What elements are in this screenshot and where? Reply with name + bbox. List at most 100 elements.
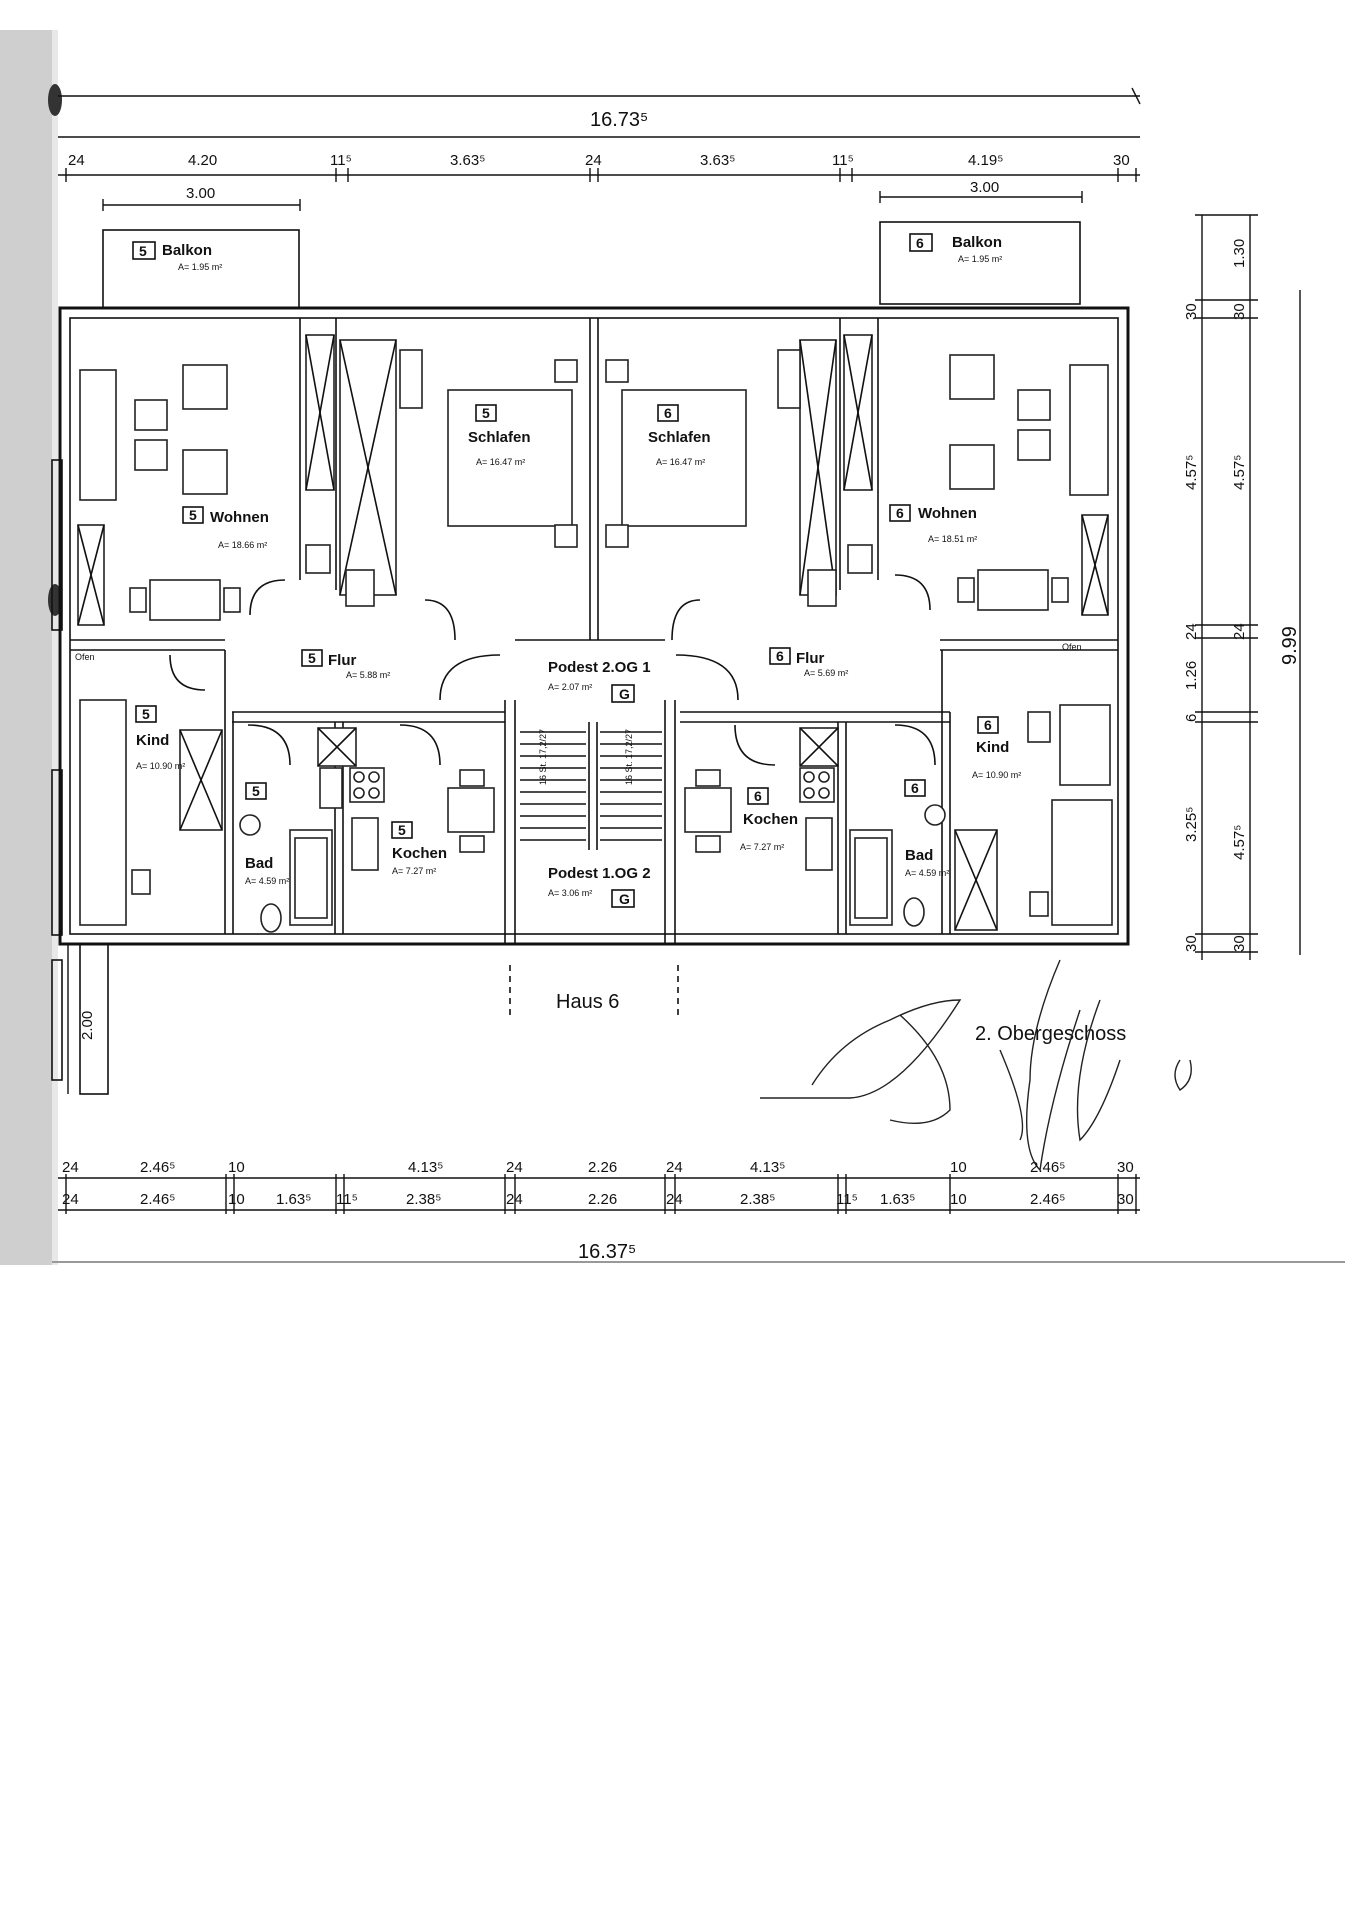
svg-text:Balkon: Balkon <box>162 242 212 259</box>
svg-text:A= 16.47 m²: A= 16.47 m² <box>476 457 525 467</box>
bottom-dim-label: 10 <box>950 1191 967 1208</box>
svg-text:3.63⁵: 3.63⁵ <box>450 152 485 169</box>
svg-text:16 St. 17,2/27: 16 St. 17,2/27 <box>538 729 548 785</box>
svg-text:A= 1.95 m²: A= 1.95 m² <box>958 254 1002 264</box>
svg-text:A= 10.90 m²: A= 10.90 m² <box>972 770 1021 780</box>
left-side-wall <box>51 459 63 1081</box>
svg-text:5: 5 <box>142 706 150 722</box>
balcony-right: 6 Balkon A= 1.95 m² <box>879 221 1081 305</box>
room-flur-right: 6 Flur A= 5.69 m² <box>671 574 931 678</box>
svg-text:A= 18.66 m²: A= 18.66 m² <box>218 540 267 550</box>
bottom-dim-label: 24 <box>666 1191 683 1208</box>
svg-text:G: G <box>619 891 630 907</box>
svg-text:11⁵: 11⁵ <box>832 152 854 169</box>
bottom-dim-label: 2.26 <box>588 1191 617 1208</box>
unit-badge <box>909 233 933 252</box>
unit-badge <box>132 241 156 260</box>
ofen-label: Ofen <box>75 652 95 662</box>
overall-width-top: 16.73⁵ <box>590 109 648 131</box>
svg-text:Bad: Bad <box>905 847 933 864</box>
svg-text:6: 6 <box>776 648 784 664</box>
bottom-dim-label: 4.13⁵ <box>408 1159 443 1176</box>
svg-text:A= 2.07 m²: A= 2.07 m² <box>548 682 592 692</box>
svg-text:2. Obergeschoss: 2. Obergeschoss <box>975 1023 1126 1045</box>
room-wohnen-right: 6 Wohnen A= 18.51 m² <box>889 354 1109 616</box>
bottom-dim-label: 24 <box>506 1191 523 1208</box>
top-dimensions: 16.73⁵ 24 4.20 11⁵ 3.63⁵ 24 3.63⁵ 11⁵ 4.… <box>58 87 1141 211</box>
room-flur-left: 5 Flur A= 5.88 m² <box>169 579 456 691</box>
svg-text:Bad: Bad <box>245 855 273 872</box>
svg-text:4.57⁵: 4.57⁵ <box>1231 455 1248 490</box>
svg-text:11⁵: 11⁵ <box>330 152 352 169</box>
svg-text:4.57⁵: 4.57⁵ <box>1183 455 1200 490</box>
handwritten-signature <box>760 959 1192 1172</box>
svg-text:6: 6 <box>1183 714 1200 722</box>
scan-edge-fade <box>52 30 58 1265</box>
room-schlafen-right: 6 Schlafen A= 16.47 m² <box>605 339 837 596</box>
svg-text:6: 6 <box>754 788 762 804</box>
bottom-dim-label: 2.46⁵ <box>1030 1191 1065 1208</box>
svg-text:Podest 1.OG 2: Podest 1.OG 2 <box>548 865 651 882</box>
svg-text:A= 5.69 m²: A= 5.69 m² <box>804 668 848 678</box>
bottom-dim-label: 11⁵ <box>836 1191 858 1208</box>
scan-edge-shadow <box>0 30 52 1265</box>
floor-label: 2. Obergeschoss <box>975 1023 1126 1045</box>
svg-text:A= 4.59 m²: A= 4.59 m² <box>905 868 949 878</box>
bottom-dim-label: 2.38⁵ <box>740 1191 775 1208</box>
svg-text:5: 5 <box>398 822 406 838</box>
svg-text:3.25⁵: 3.25⁵ <box>1183 807 1200 842</box>
svg-text:6: 6 <box>916 235 924 251</box>
svg-text:1.26: 1.26 <box>1183 661 1200 690</box>
svg-text:1.30: 1.30 <box>1231 239 1248 268</box>
svg-text:3.63⁵: 3.63⁵ <box>700 152 735 169</box>
svg-text:30: 30 <box>1183 935 1200 952</box>
bottom-dim-label: 30 <box>1117 1159 1134 1176</box>
svg-text:Kind: Kind <box>136 732 169 749</box>
bottom-dim-label: 24 <box>666 1159 683 1176</box>
outer-walls <box>58 306 1130 946</box>
svg-text:Haus 6: Haus 6 <box>556 991 619 1013</box>
bottom-dim-label: 2.46⁵ <box>140 1159 175 1176</box>
bottom-dim-label: 24 <box>62 1191 79 1208</box>
bottom-dim-label: 2.26 <box>588 1159 617 1176</box>
wardrobe-right <box>807 334 873 607</box>
svg-text:4.19⁵: 4.19⁵ <box>968 152 1003 169</box>
bottom-dim-label: 24 <box>506 1159 523 1176</box>
svg-text:Flur: Flur <box>796 650 824 667</box>
svg-text:Podest 2.OG 1: Podest 2.OG 1 <box>548 659 651 676</box>
room-kochen-left: 5 Kochen A= 7.27 m² <box>317 724 495 876</box>
bottom-dim-label: 10 <box>950 1159 967 1176</box>
bottom-dim-label: 1.63⁵ <box>880 1191 915 1208</box>
room-wohnen-left: 5 Wohnen A= 18.66 m² <box>77 364 269 626</box>
entrance-haus-label: Haus 6 <box>509 965 679 1020</box>
svg-text:30: 30 <box>1231 303 1248 320</box>
svg-text:5: 5 <box>252 783 260 799</box>
svg-text:Kind: Kind <box>976 739 1009 756</box>
svg-text:5: 5 <box>189 507 197 523</box>
room-kind-right: 6 Kind A= 10.90 m² Ofen <box>954 642 1113 931</box>
svg-text:30: 30 <box>1183 303 1200 320</box>
svg-text:30: 30 <box>1113 152 1130 169</box>
svg-text:5: 5 <box>139 243 147 259</box>
svg-text:4.57⁵: 4.57⁵ <box>1231 825 1248 860</box>
svg-text:5: 5 <box>308 650 316 666</box>
punch-hole <box>48 84 62 116</box>
right-dimensions: 1.30 30 4.57⁵ 24 4.57⁵ 30 30 4.57⁵ 24 1.… <box>1183 214 1301 960</box>
svg-text:G: G <box>619 686 630 702</box>
svg-text:6: 6 <box>664 405 672 421</box>
room-bad-right: 6 Bad A= 4.59 m² <box>849 724 949 927</box>
stair-core: G Podest 2.OG 1 A= 2.07 m² 16 St. 17,2/2… <box>439 654 739 908</box>
svg-text:Balkon: Balkon <box>952 234 1002 251</box>
svg-text:Schlafen: Schlafen <box>648 429 711 446</box>
svg-text:24: 24 <box>585 152 602 169</box>
svg-text:A= 4.59 m²: A= 4.59 m² <box>245 876 289 886</box>
svg-text:Kochen: Kochen <box>392 845 447 862</box>
svg-text:A= 7.27 m²: A= 7.27 m² <box>392 866 436 876</box>
svg-text:16 St. 17,2/27: 16 St. 17,2/27 <box>624 729 634 785</box>
svg-text:6: 6 <box>984 717 992 733</box>
svg-text:Flur: Flur <box>328 652 356 669</box>
bottom-dim-label: 24 <box>62 1159 79 1176</box>
svg-text:24: 24 <box>1231 623 1248 640</box>
